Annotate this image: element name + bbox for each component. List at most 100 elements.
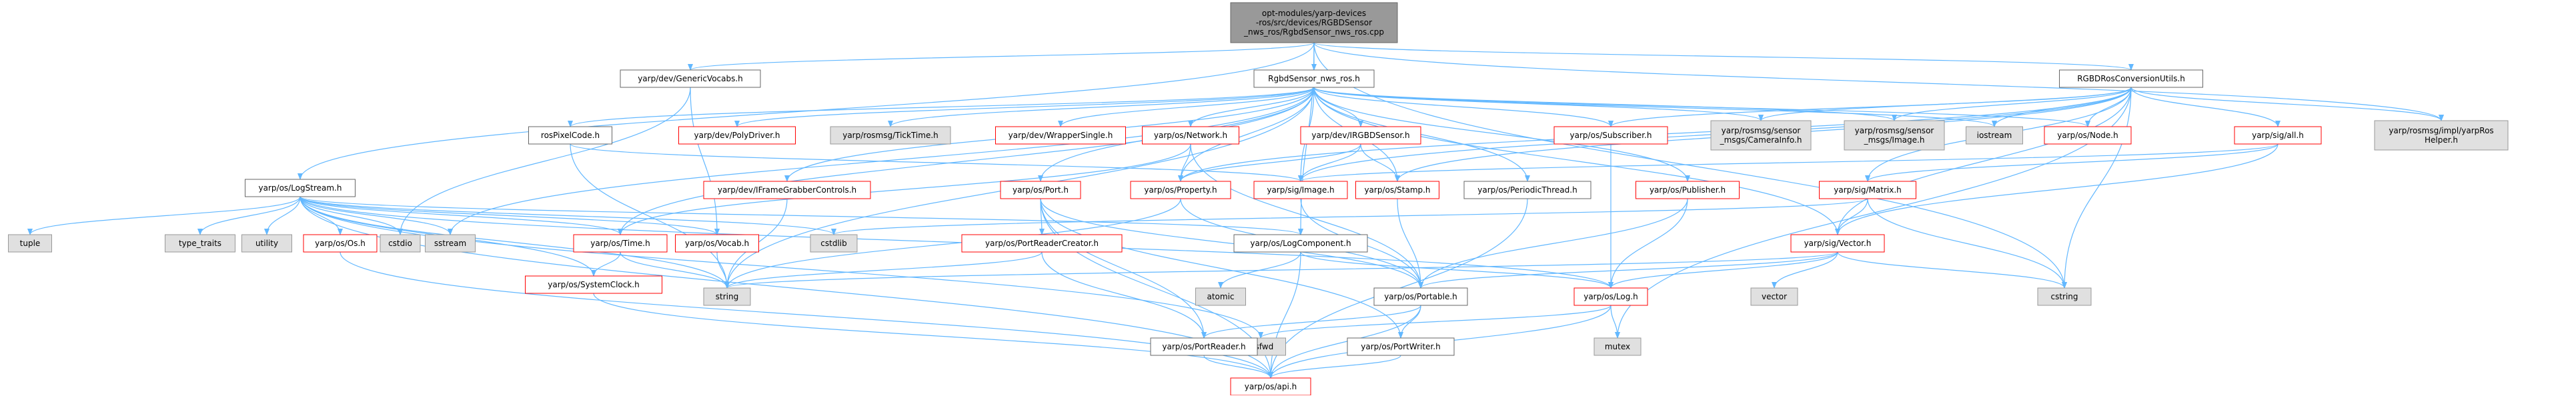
node-box <box>1593 337 1642 356</box>
edge-network-to-portable <box>1190 143 1423 289</box>
edge-os_log-to-iosfwd <box>1258 305 1612 339</box>
edge-sig_vector-to-cstring <box>1837 251 2067 289</box>
node-label: yarp/os/Node.h <box>2057 131 2118 140</box>
node-box <box>1573 287 1648 306</box>
node-rgbd-ros-conv[interactable]: RGBDRosConversionUtils.h <box>2059 69 2203 88</box>
edge-ros_pixel_code-to-string <box>570 143 730 289</box>
edge-port_writer-to-api <box>1268 355 1401 379</box>
node-vector: vector <box>1750 287 1798 306</box>
node-periodic-thread[interactable]: yarp/os/PeriodicThread.h <box>1463 181 1591 199</box>
edge-port-to-port_writer <box>1040 198 1403 339</box>
node-box <box>2044 126 2132 145</box>
edge-irgbd_sensor-to-stamp <box>1360 143 1400 182</box>
node-label: yarp/os/api.h <box>1245 382 1297 391</box>
node-box <box>1253 69 1375 88</box>
edge-log_component-to-api <box>1268 251 1301 379</box>
node-box <box>2234 126 2322 145</box>
node-label: yarp/rosmsg/sensor <box>1722 126 1801 135</box>
node-box <box>1300 126 1421 145</box>
node-label: yarp/dev/GenericVocabs.h <box>638 74 743 83</box>
edge-log_stream-to-log_component <box>299 196 1303 235</box>
edge-sig_matrix-to-sig_vector <box>1835 198 1868 235</box>
node-box <box>1142 126 1239 145</box>
edge-rgbd_nws-to-camera_info <box>1313 87 1764 121</box>
node-ros-pixel-code[interactable]: rosPixelCode.h <box>528 126 612 145</box>
node-stamp[interactable]: yarp/os/Stamp.h <box>1355 181 1439 199</box>
node-rgbd-nws[interactable]: RgbdSensor_nws_ros.h <box>1253 69 1375 88</box>
node-label: yarp/os/PortReader.h <box>1162 342 1245 351</box>
node-box <box>1553 126 1668 145</box>
node-box <box>678 126 796 145</box>
node-label: yarp/os/Stamp.h <box>1364 185 1430 195</box>
edge-log_stream-to-type_traits <box>197 196 301 235</box>
node-label: yarp/os/PortReaderCreator.h <box>985 239 1099 248</box>
node-wrapper-single[interactable]: yarp/dev/WrapperSingle.h <box>995 126 1126 145</box>
node-port-writer[interactable]: yarp/os/PortWriter.h <box>1347 337 1455 356</box>
node-property[interactable]: yarp/os/Property.h <box>1130 181 1231 199</box>
node-port-reader[interactable]: yarp/os/PortReader.h <box>1150 337 1258 356</box>
node-log-stream[interactable]: yarp/os/LogStream.h <box>245 179 356 197</box>
node-os-h[interactable]: yarp/os/Os.h <box>303 234 378 253</box>
node-mutex: mutex <box>1593 337 1642 356</box>
node-poly-driver[interactable]: yarp/dev/PolyDriver.h <box>678 126 796 145</box>
node-subscriber[interactable]: yarp/os/Subscriber.h <box>1553 126 1668 145</box>
node-label: type_traits <box>179 239 221 248</box>
node-label: yarp/dev/IRGBDSensor.h <box>1311 131 1409 140</box>
edge-rgbd_nws-to-publisher <box>1313 87 1690 182</box>
node-portable[interactable]: yarp/os/Portable.h <box>1373 287 1468 306</box>
node-os-time[interactable]: yarp/os/Time.h <box>573 234 668 253</box>
edge-log_stream-to-iosfwd <box>299 196 1263 339</box>
node-os-vocab[interactable]: yarp/os/Vocab.h <box>675 234 759 253</box>
edge-publisher-to-os_log <box>1608 198 1688 289</box>
edge-root-to-ros_helper <box>1313 42 2444 121</box>
node-port-reader-creator[interactable]: yarp/os/PortReaderCreator.h <box>961 234 1123 253</box>
node-sig-matrix[interactable]: yarp/sig/Matrix.h <box>1819 181 1916 199</box>
node-label: yarp/dev/IFrameGrabberControls.h <box>718 185 856 195</box>
node-irgbd-sensor[interactable]: yarp/dev/IRGBDSensor.h <box>1300 126 1421 145</box>
node-log-component[interactable]: yarp/os/LogComponent.h <box>1233 234 1368 253</box>
node-port[interactable]: yarp/os/Port.h <box>1000 181 1081 199</box>
node-node[interactable]: yarp/os/Node.h <box>2044 126 2132 145</box>
node-system-clock[interactable]: yarp/os/SystemClock.h <box>525 275 662 294</box>
edge-port-to-portable <box>1040 198 1423 289</box>
node-root[interactable]: opt-modules/yarp-devices-ros/src/devices… <box>1230 2 1398 43</box>
edge-rgbd_nws-to-tick_time <box>888 87 1315 127</box>
node-sig-vector[interactable]: yarp/sig/Vector.h <box>1790 234 1885 253</box>
node-label: _msgs/CameraInfo.h <box>1720 135 1802 145</box>
node-api[interactable]: yarp/os/api.h <box>1230 377 1311 396</box>
node-box <box>830 126 951 145</box>
node-label: _msgs/Image.h <box>1864 135 1925 145</box>
edge-rgbd_nws-to-property <box>1178 87 1315 182</box>
node-label: Helper.h <box>2425 135 2458 145</box>
node-label: utility <box>255 239 278 248</box>
node-label: yarp/sig/all.h <box>2252 131 2304 140</box>
node-type-traits: type_traits <box>165 234 235 253</box>
edge-portable-to-api <box>1268 305 1421 379</box>
node-iostream: iostream <box>1966 126 2023 145</box>
node-label: yarp/os/SystemClock.h <box>548 280 639 289</box>
node-sig-all[interactable]: yarp/sig/all.h <box>2234 126 2322 145</box>
edge-root-to-generic_vocabs <box>688 42 1315 71</box>
node-box <box>961 234 1123 253</box>
node-os-log[interactable]: yarp/os/Log.h <box>1573 287 1648 306</box>
node-publisher[interactable]: yarp/os/Publisher.h <box>1636 181 1740 199</box>
edge-sig_vector-to-os_log <box>1608 251 1838 289</box>
node-label: yarp/os/Os.h <box>315 239 366 248</box>
node-box <box>1373 287 1468 306</box>
edge-rgbd_ros_conv-to-cstring <box>2062 87 2132 289</box>
node-network[interactable]: yarp/os/Network.h <box>1142 126 1239 145</box>
node-generic-vocabs[interactable]: yarp/dev/GenericVocabs.h <box>620 69 761 88</box>
node-box <box>1130 181 1231 199</box>
node-frame-grabber[interactable]: yarp/dev/IFrameGrabberControls.h <box>703 181 871 199</box>
edge-rgbd_nws-to-image_msg <box>1313 87 1897 121</box>
edge-property-to-string <box>724 198 1181 289</box>
node-box <box>1230 2 1398 43</box>
node-label: yarp/rosmsg/sensor <box>1855 126 1934 135</box>
edge-log_stream-to-tuple <box>27 196 301 235</box>
edge-ros_pixel_code-to-sig_image <box>570 143 1303 182</box>
edge-sig_matrix-to-cstring <box>1867 198 2067 289</box>
edge-os_time-to-system_clock <box>591 251 621 277</box>
node-sig-image[interactable]: yarp/sig/Image.h <box>1253 181 1348 199</box>
